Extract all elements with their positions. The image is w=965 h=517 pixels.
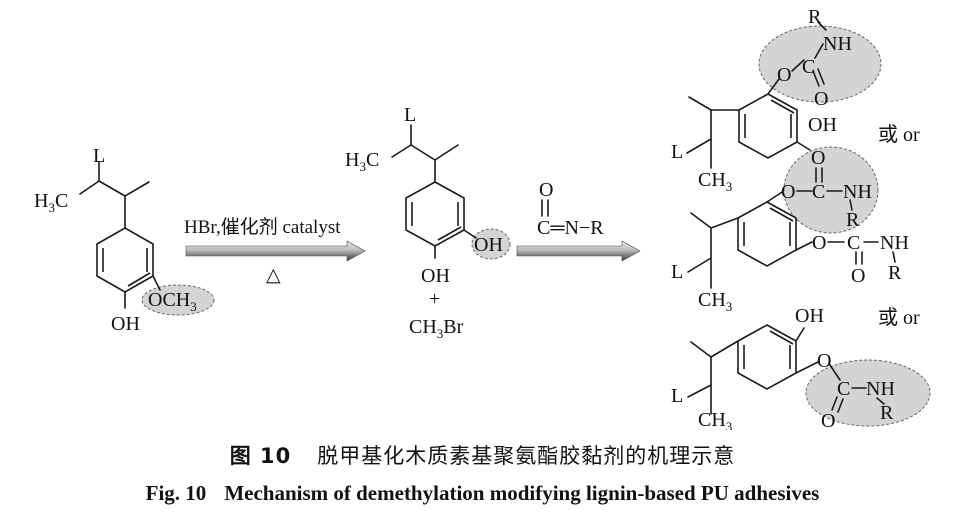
p2-r2-label: R [888,262,902,284]
reactant-h3c-label: H3C [34,190,68,215]
caption-en-text: Mechanism of demethylation modifying lig… [224,481,820,505]
carbamate-1-highlight [758,25,882,103]
p3-oh-label: OH [795,305,824,327]
step1-heat-label: △ [266,265,281,286]
or-separator-1: 或 or [878,123,920,146]
reactant-l-label: L [93,145,105,167]
intermediate-h3c-label: H3C [345,149,379,174]
p1-nh-label: NH [823,33,852,55]
p2-r1-label: R [846,209,860,231]
p2-nh1-label: NH [843,181,872,203]
arrow-2-shape [516,240,641,262]
arrow-1-shape [185,240,366,262]
p1-o-ester-label: O [777,64,791,86]
p2-o-top-label: O [811,147,825,169]
p3-o-carbonyl-label: O [821,410,835,430]
p3-c-label: C [837,378,850,400]
product-1-molecule: R NH C O O OH L CH3 [671,6,882,194]
methoxy-highlight [141,284,215,316]
carbamate-2-highlight [783,146,879,234]
reactant-och3-label: OCH3 [148,289,197,314]
p2-o-ester-1-label: O [781,181,795,203]
p2-o-carbonyl-2-label: O [851,265,865,287]
p3-nh-label: NH [866,378,895,400]
step1-reagent-label: HBr,催化剂 catalyst [184,216,341,238]
reaction-scheme: L H3C OCH3 OH HBr,催化剂 catalyst △ L H3C O… [34,6,931,430]
intermediate-oh-bottom-label: OH [421,265,450,287]
p2-nh2-label: NH [880,232,909,254]
ch3br-label: CH3Br [409,316,464,341]
or-separator-2: 或 or [878,306,920,329]
p2-c2-label: C [847,232,860,254]
p1-c-label: C [802,56,815,78]
reaction-arrow-2: O C═N−R [516,179,641,262]
intermediate-molecule: L H3C OH OH + CH3Br [345,104,511,341]
caption-cn-label: 图 10 [229,444,292,468]
isocyanate-formula-label: C═N−R [537,217,604,239]
p3-ch3-label: CH3 [698,409,732,430]
p2-c1-label: C [812,181,825,203]
caption-cn-text: 脱甲基化木质素基聚氨酯胶黏剂的机理示意 [317,444,736,468]
p3-o-ester-label: O [817,350,831,372]
reactant-oh-label: OH [111,313,140,335]
isocyanate-o-label: O [539,179,553,201]
p3-l-label: L [671,385,683,407]
p1-oh-label: OH [808,114,837,136]
p2-ch3-label: CH3 [698,289,732,314]
intermediate-oh-phenol-label: OH [474,234,503,256]
p1-o-carbonyl-label: O [814,88,828,110]
p2-l-label: L [671,261,683,283]
intermediate-l-label: L [404,104,416,126]
figure-caption-chinese: 图 10 脱甲基化木质素基聚氨酯胶黏剂的机理示意 [0,440,965,470]
reaction-arrow-1: HBr,催化剂 catalyst △ [184,216,366,286]
product-3-molecule: OH O C NH R O L CH3 [671,305,931,430]
caption-en-label: Fig. 10 [145,481,207,505]
reactant-molecule: L H3C OCH3 OH [34,145,215,335]
p1-r-label: R [808,6,822,28]
product-2-molecule: O O C NH R O C NH O R L CH3 [671,146,909,314]
hydroxyl-highlight [471,228,511,260]
p1-ch3-label: CH3 [698,169,732,194]
p3-r-label: R [880,402,894,424]
plus-sign: + [429,288,440,310]
figure-caption-english: Fig. 10 Mechanism of demethylation modify… [0,481,965,506]
p1-l-label: L [671,141,683,163]
p2-o-ester-2-label: O [812,232,826,254]
